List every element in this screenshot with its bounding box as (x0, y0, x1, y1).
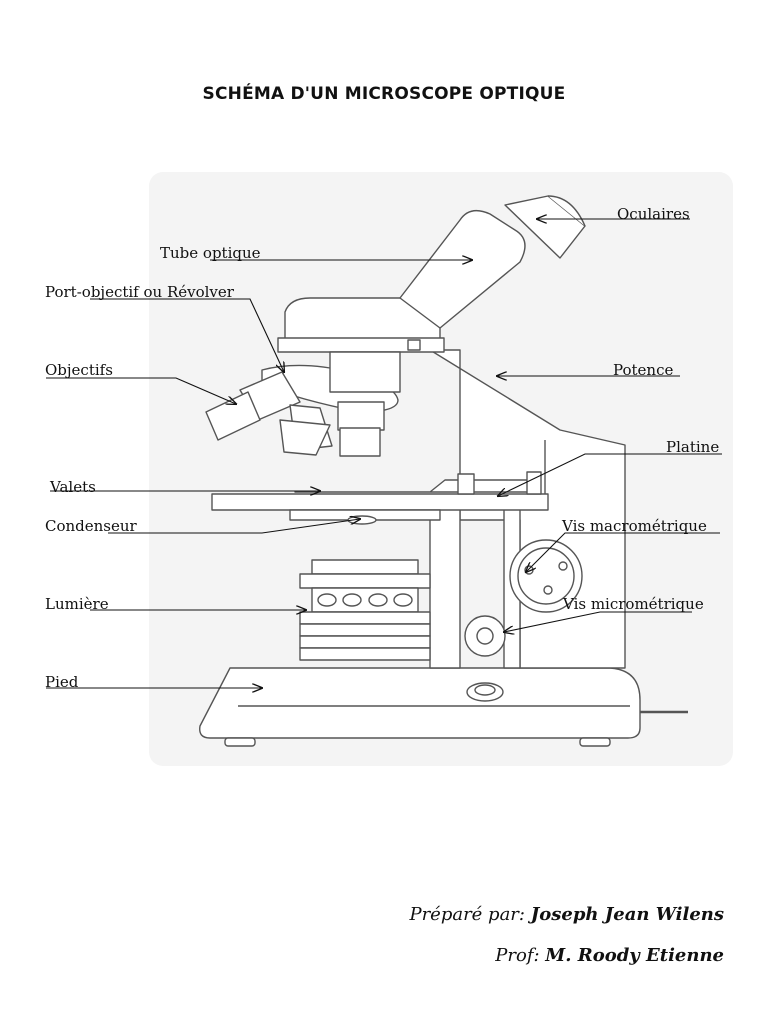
stage-shape (211, 493, 549, 511)
label-valets: Valets (50, 478, 96, 496)
prepared-by-label: Préparé par: (409, 904, 525, 925)
base-shape (199, 667, 641, 739)
label-oculaires: Oculaires (617, 205, 690, 223)
label-vis-macrometrique: Vis macrométrique (562, 517, 707, 535)
leader-vis-micro (504, 611, 692, 632)
leader-port-objectif (90, 298, 284, 372)
label-lumiere: Lumière (45, 595, 109, 613)
page-title: SCHÉMA D'UN MICROSCOPE OPTIQUE (202, 84, 566, 104)
leader-vis-macro (526, 532, 720, 572)
prepared-by-name: Joseph Jean Wilens (530, 904, 724, 925)
label-tube-optique: Tube optique (160, 244, 261, 262)
label-potence: Potence (613, 361, 674, 379)
label-objectifs: Objectifs (45, 361, 113, 379)
objective-lenses (205, 371, 385, 457)
head-shape (284, 297, 441, 341)
eyepiece-tube (399, 209, 526, 329)
professor-label: Prof: (495, 945, 540, 966)
label-platine: Platine (666, 438, 720, 456)
prepared-by: Préparé par: Joseph Jean Wilens (409, 904, 724, 925)
professor-name: M. Roody Etienne (545, 945, 724, 966)
leader-condenseur (108, 519, 360, 534)
lamp-housing (311, 559, 419, 575)
label-vis-micrometrique: Vis micrométrique (563, 595, 704, 613)
leader-objectifs (46, 377, 236, 404)
label-port-objectif: Port-objectif ou Révolver (45, 283, 234, 301)
professor: Prof: M. Roody Etienne (495, 945, 724, 966)
label-condenseur: Condenseur (45, 517, 137, 535)
label-pied: Pied (45, 673, 79, 691)
leader-platine (498, 453, 722, 496)
leader-lines (46, 219, 722, 688)
